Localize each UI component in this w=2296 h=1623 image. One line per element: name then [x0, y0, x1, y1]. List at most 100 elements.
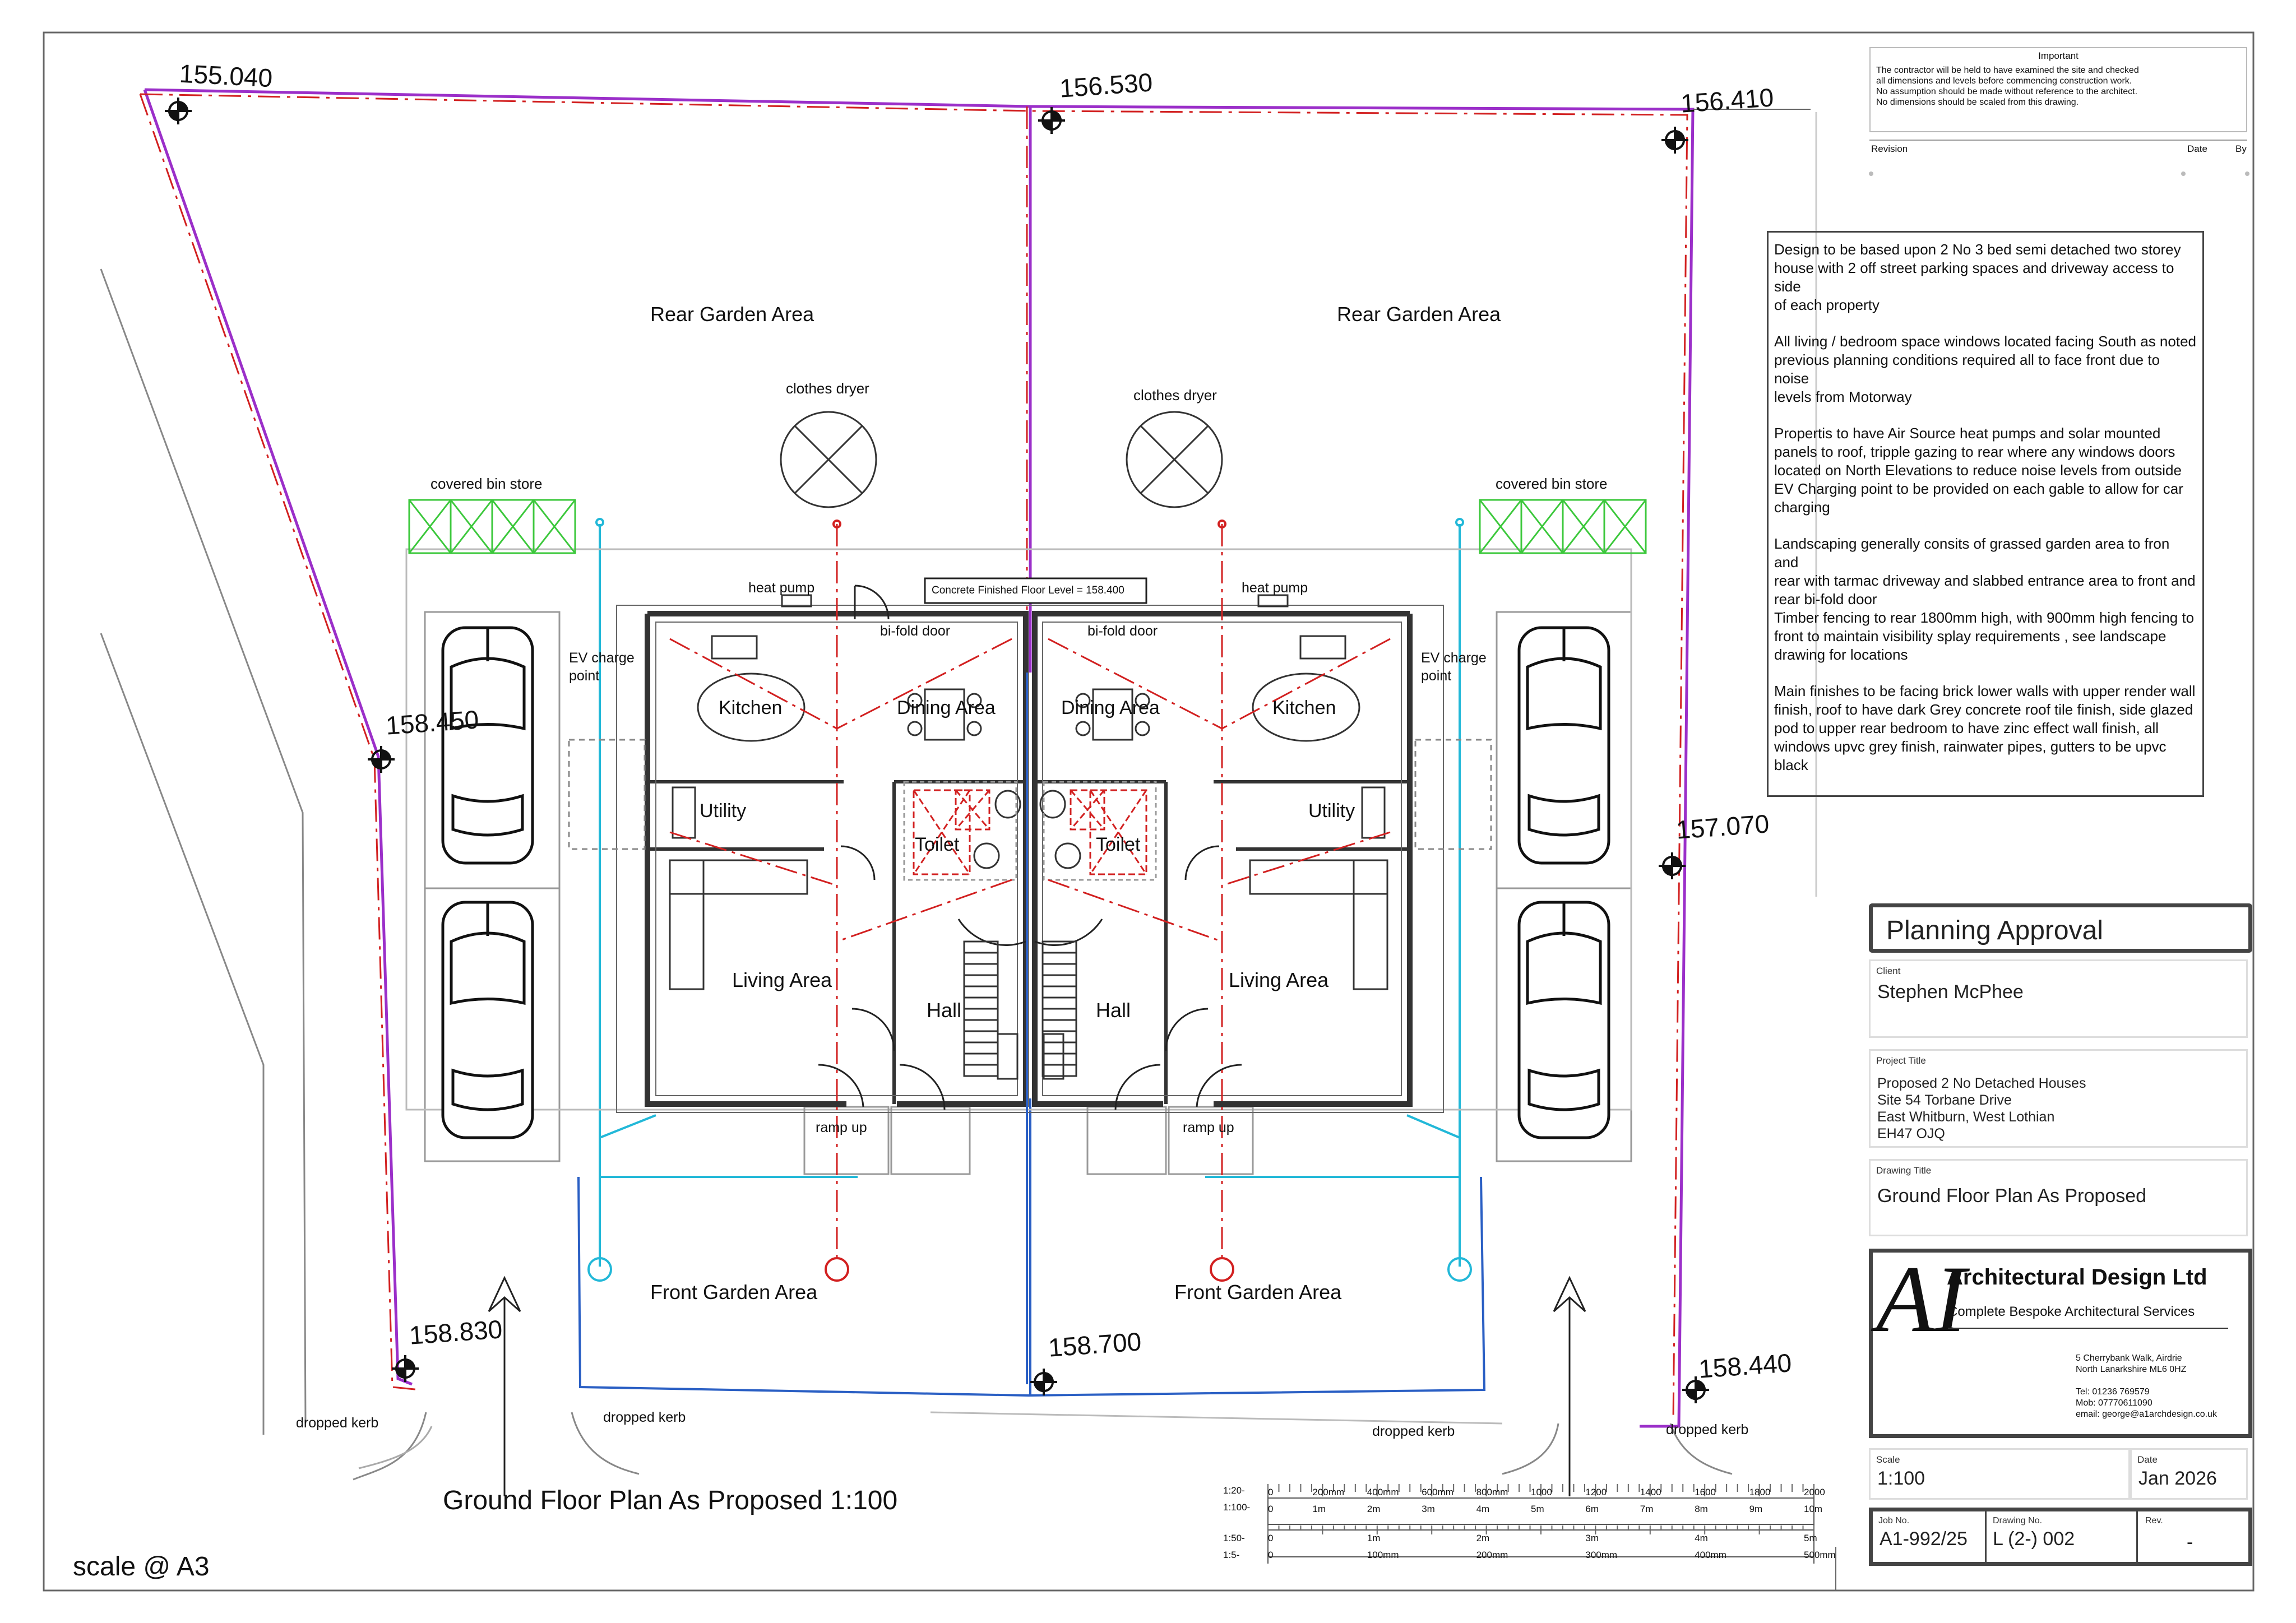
bin-store-label: covered bin store: [1496, 475, 1608, 492]
drainage-lines: [669, 524, 1391, 1258]
room-dining: Dining Area: [897, 697, 996, 718]
important-title: Important: [2038, 50, 2079, 61]
scale-row-label: 1:20-: [1223, 1485, 1245, 1496]
scale-tick-label: 1m: [1367, 1533, 1381, 1543]
note-paragraph: Main finishes to be facing brick lower w…: [1774, 683, 2196, 773]
floor-level-label: Concrete Finished Floor Level = 158.400: [932, 585, 1124, 596]
scale-tick-label: 6m: [1585, 1504, 1599, 1514]
company-contact: Tel: 01236 769579: [2076, 1387, 2150, 1397]
project-line: EH47 OJQ: [1877, 1126, 1945, 1142]
scale-row-label: 1:5-: [1223, 1550, 1240, 1560]
revision-label: Rev.: [2145, 1516, 2163, 1525]
scale-tick-label: 200mm: [1476, 1550, 1508, 1560]
scale-tick-label: 5m: [1804, 1533, 1817, 1543]
bin-store-label: covered bin store: [430, 475, 543, 492]
drawing-main-title: Ground Floor Plan As Proposed 1:100: [443, 1486, 898, 1515]
room-living: Living Area: [732, 968, 832, 991]
note-paragraph: Landscaping generally consits of grassed…: [1774, 535, 2196, 663]
note-paragraph: Propertis to have Air Source heat pumps …: [1774, 425, 2183, 516]
scale-tick-label: 1200: [1585, 1487, 1607, 1497]
front-garden-label: Front Garden Area: [1174, 1281, 1342, 1304]
project-label: Project Title: [1876, 1055, 1926, 1066]
room-toilet: Toilet: [915, 834, 960, 855]
dropped-kerb-label: dropped kerb: [1666, 1422, 1749, 1437]
ev-charge-label: point: [569, 668, 600, 684]
company-contact: email: george@a1archdesign.co.uk: [2076, 1409, 2217, 1419]
bifold-door-label: bi-fold door: [880, 623, 951, 639]
design-notes: Design to be based upon 2 No 3 bed semi …: [1767, 231, 2204, 797]
scale-value: 1:100: [1877, 1468, 1925, 1489]
ramp-up-label: ramp up: [816, 1120, 867, 1135]
company-tagline: Complete Bespoke Architectural Services: [1948, 1304, 2195, 1319]
scale-tick-label: 10m: [1804, 1504, 1823, 1514]
ev-charger-bays: [568, 739, 1492, 850]
scale-tick-label: 8m: [1695, 1504, 1708, 1514]
north-arrow-icon: [488, 1276, 1586, 1496]
room-kitchen: Kitchen: [719, 697, 783, 718]
scale-tick-label: 0: [1268, 1487, 1274, 1497]
dropped-kerb-label: dropped kerb: [296, 1415, 379, 1431]
fence-lines: [577, 518, 1486, 1397]
door-swings: [818, 585, 1242, 1110]
drawing-title-box: Drawing Title Ground Floor Plan As Propo…: [1869, 1159, 2248, 1236]
room-utility: Utility: [700, 800, 747, 822]
room-living: Living Area: [1229, 968, 1329, 991]
scale-tick-label: 2000: [1804, 1487, 1825, 1497]
scale-tick-label: 1000: [1531, 1487, 1552, 1497]
spot-level: 158.830: [408, 1314, 503, 1350]
scale-tick-label: 0: [1268, 1504, 1274, 1514]
project-box: Project Title Proposed 2 No Detached Hou…: [1869, 1049, 2248, 1148]
scale-tick-label: 400mm: [1695, 1550, 1726, 1560]
project-line: Proposed 2 No Detached Houses: [1877, 1075, 2086, 1091]
planning-status-box: Planning Approval: [1869, 903, 2252, 953]
front-garden-label: Front Garden Area: [650, 1281, 818, 1304]
rear-garden-label: Rear Garden Area: [1337, 303, 1501, 326]
drawing-title: Ground Floor Plan As Proposed: [1877, 1185, 2147, 1207]
note-paragraph: All living / bedroom space windows locat…: [1774, 333, 2196, 405]
scale-row-label: 1:50-: [1223, 1533, 1245, 1543]
car-icon: [441, 626, 1610, 1139]
rooflights: [903, 781, 1157, 881]
scale-tick-label: 2m: [1476, 1533, 1490, 1543]
heat-pump-label: heat pump: [748, 580, 815, 596]
spot-level: 158.440: [1697, 1348, 1793, 1384]
room-kitchen: Kitchen: [1272, 697, 1336, 718]
drawing-number: L (2-) 002: [1993, 1528, 2075, 1550]
scale-tick-label: 7m: [1640, 1504, 1654, 1514]
note-paragraph: Design to be based upon 2 No 3 bed semi …: [1774, 241, 2181, 313]
scale-note: scale @ A3: [73, 1552, 210, 1582]
project-line: Site 54 Torbane Drive: [1877, 1092, 2012, 1108]
date-box: Date Jan 2026: [2130, 1448, 2248, 1500]
scale-tick-label: 5m: [1531, 1504, 1544, 1514]
scale-tick-label: 600mm: [1422, 1487, 1453, 1497]
client-box: Client Stephen McPhee: [1869, 959, 2248, 1038]
company-box: AI Architectural Design Ltd Complete Bes…: [1869, 1246, 2252, 1438]
scale-bar: [1267, 1488, 1814, 1564]
revision-by-header: By: [2235, 143, 2247, 154]
job-number: A1-992/25: [1880, 1528, 1968, 1550]
scale-tick-label: 9m: [1749, 1504, 1763, 1514]
rear-garden-label: Rear Garden Area: [650, 303, 814, 326]
date-value: Jan 2026: [2138, 1468, 2217, 1489]
scale-tick-label: 1m: [1312, 1504, 1326, 1514]
scale-tick-label: 200mm: [1312, 1487, 1345, 1497]
scale-row-label: 1:100-: [1223, 1502, 1251, 1513]
spot-level: 156.410: [1679, 82, 1775, 118]
ev-charge-label: EV charge: [1421, 650, 1487, 666]
scale-label: Scale: [1876, 1454, 1900, 1465]
important-notice: Important The contractor will be held to…: [1869, 47, 2247, 132]
room-hall: Hall: [927, 999, 962, 1022]
scale-tick-label: 1800: [1749, 1487, 1771, 1497]
ev-charge-label: point: [1421, 668, 1452, 684]
spot-level: 158.700: [1047, 1327, 1142, 1362]
room-dining: Dining Area: [1061, 697, 1160, 718]
scale-tick-label: 400mm: [1367, 1487, 1399, 1497]
spot-level: 158.450: [385, 704, 480, 740]
revision-header: Revision: [1871, 143, 1908, 154]
dropped-kerb-label: dropped kerb: [603, 1409, 686, 1425]
scale-tick-label: 4m: [1695, 1533, 1708, 1543]
dropped-kerb-label: dropped kerb: [1372, 1423, 1455, 1439]
company-address: North Lanarkshire ML6 0HZ: [2076, 1365, 2187, 1374]
clothes-dryer-label: clothes dryer: [1133, 387, 1217, 404]
